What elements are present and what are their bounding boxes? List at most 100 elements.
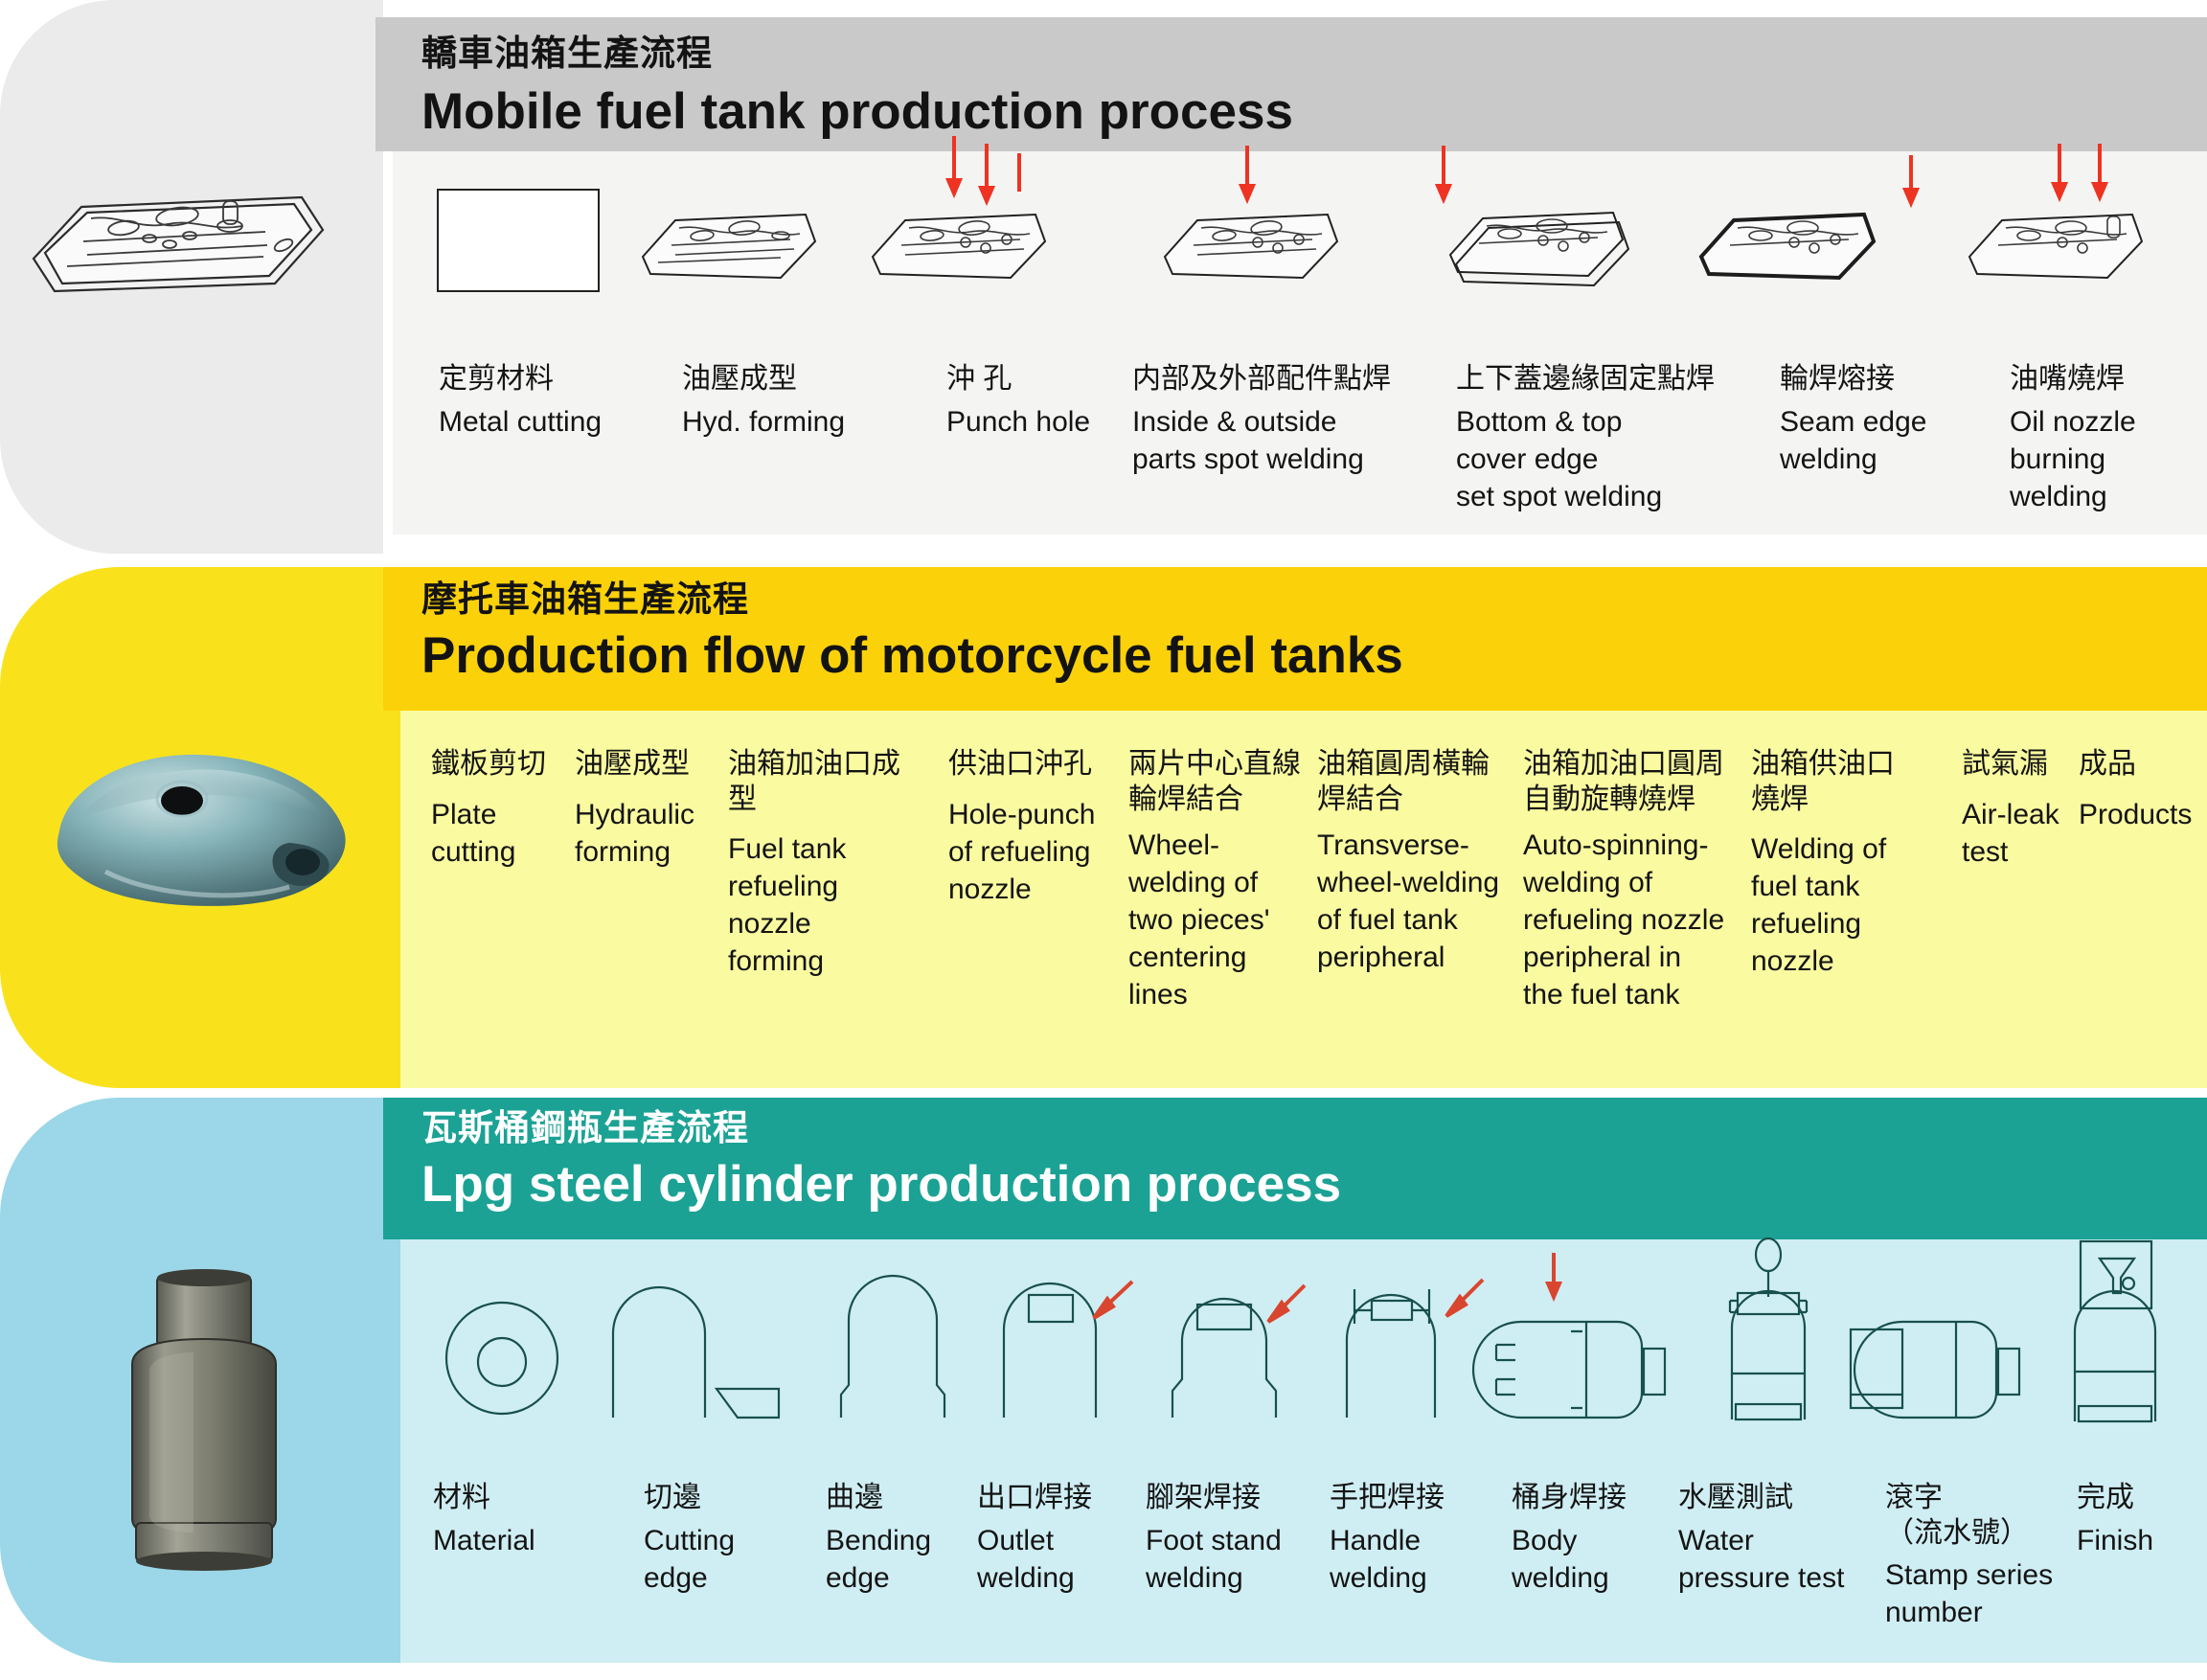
step-label-zh: 油嘴燒焊 [2010, 363, 2125, 395]
step-hole-punch-of-refueling-nozzle: 供油口沖孔 Hole-punch of refueling nozzle [948, 747, 1121, 908]
step-label-zh: 材料 [433, 1482, 490, 1513]
step-label-zh: 輪焊熔接 [1780, 363, 1895, 395]
section1-header-band [375, 17, 2207, 151]
step-plate-cutting: 鐵板剪切 Plate cutting [431, 747, 575, 871]
step-label-en: Metal cutting [439, 405, 603, 438]
nozzle-weld-arrows [2050, 142, 2136, 211]
step-label-zh: 油箱供油口燒焊 [1751, 748, 1895, 815]
step-label-en: Transverse- wheel-welding of fuel tank p… [1317, 829, 1500, 974]
punch-arrows-group [944, 134, 1061, 211]
step-label-zh: 上下蓋邊緣固定點焊 [1456, 363, 1715, 395]
diagram-stamp-series [1849, 1305, 2031, 1419]
diagram-seam-weld-tank [1695, 203, 1901, 287]
diagram-blank-sheet [436, 188, 601, 293]
step-label-en: Bending edge [826, 1524, 932, 1594]
step-products: 成品 Products [2079, 747, 2203, 833]
step-body-welding: 桶身焊接 Body welding [1512, 1481, 1665, 1597]
step-welding-of-fuel-tank-refueling-nozzle: 油箱供油口燒焊 Welding of fuel tank refueling n… [1751, 747, 1919, 980]
section3-header-band [383, 1098, 2207, 1239]
step-air-leak-test: 試氣漏 Air-leak test [1962, 747, 2077, 871]
step-label-zh: 切邊 [644, 1482, 701, 1513]
step-oil-nozzle-burning-welding: 油嘴燒焊 Oil nozzle burning welding [2010, 362, 2201, 515]
diagram-nozzle-weld-tank [1964, 203, 2170, 287]
diagram-outlet-weld [987, 1260, 1149, 1419]
section3-title-zh: 瓦斯桶鋼瓶生產流程 [421, 1108, 749, 1147]
step-label-zh: 成品 [2079, 748, 2136, 780]
spot-weld-arrow [1238, 144, 1276, 211]
step-label-en: Hydraulic forming [575, 798, 695, 868]
step-label-zh: 水壓測試 [1678, 1482, 1793, 1513]
step-label-zh: 油壓成型 [575, 748, 690, 780]
diagram-body-weld [1471, 1305, 1676, 1419]
seam-weld-arrow [1901, 153, 1940, 215]
motorcycle-fuel-tank-photo [38, 728, 364, 929]
step-label-en: Hyd. forming [682, 405, 846, 438]
section3-title: 瓦斯桶鋼瓶生產流程 Lpg steel cylinder production … [421, 1108, 1342, 1213]
section3-title-en: Lpg steel cylinder production process [421, 1155, 1342, 1213]
step-cover-edge-spot-welding: 上下蓋邊緣固定點焊 Bottom & top cover edge set sp… [1456, 362, 1743, 515]
step-label-zh: 鐵板剪切 [431, 748, 546, 780]
step-label-zh: 油箱加油口圓周 自動旋轉燒焊 [1523, 748, 1724, 815]
step-label-en: Seam edge welding [1780, 405, 1927, 475]
step-label-zh: 桶身焊接 [1512, 1482, 1627, 1513]
section1-title: 轎車油箱生產流程 Mobile fuel tank production pro… [421, 34, 1293, 138]
diagram-foot-stand-weld [1151, 1260, 1320, 1419]
step-label-zh: 試氣漏 [1962, 748, 2048, 780]
step-material: 材料 Material [433, 1481, 586, 1559]
step-stamp-series-number: 滾字 （流水號） Stamp series number [1885, 1481, 2077, 1631]
step-label-zh: 供油口沖孔 [948, 748, 1092, 780]
step-label-zh: 出口焊接 [977, 1482, 1092, 1513]
step-fuel-tank-refueling-nozzle-forming: 油箱加油口成型 Fuel tank refueling nozzle formi… [728, 747, 910, 980]
diagram-water-pressure-test [1709, 1237, 1833, 1421]
section-lpg-steel-cylinder: 瓦斯桶鋼瓶生產流程 Lpg steel cylinder production … [0, 1098, 2207, 1680]
step-inside-outside-spot-welding: 内部及外部配件點焊 Inside & outside parts spot we… [1132, 362, 1420, 478]
step-finish: 完成 Finish [2077, 1481, 2201, 1559]
car-fuel-tank-illustration [24, 170, 330, 305]
step-label-zh: 手把焊接 [1330, 1482, 1445, 1513]
step-label-en: Cutting edge [644, 1524, 736, 1594]
step-label-zh: 曲邊 [826, 1482, 883, 1513]
step-label-en: Oil nozzle burning welding [2010, 405, 2136, 512]
step-label-zh: 滾字 （流水號） [1885, 1482, 2029, 1549]
section2-header-band [383, 567, 2207, 711]
step-label-en: Air-leak test [1962, 798, 2059, 868]
step-outlet-welding: 出口焊接 Outlet welding [977, 1481, 1135, 1597]
step-metal-cutting: 定剪材料 Metal cutting [439, 362, 602, 441]
step-label-zh: 完成 [2077, 1482, 2134, 1513]
step-label-en: Punch hole [946, 405, 1091, 438]
step-label-en: Inside & outside parts spot welding [1132, 405, 1364, 475]
section1-title-en: Mobile fuel tank production process [421, 82, 1293, 140]
diagram-spot-weld-tank [1159, 203, 1365, 284]
step-label-en: Fuel tank refueling nozzle forming [728, 833, 847, 978]
step-label-en: Wheel- welding of two pieces' centering … [1128, 829, 1270, 1011]
diagram-disc-blank [443, 1299, 562, 1419]
diagram-punched-tank [867, 203, 1073, 284]
step-label-en: Auto-spinning- welding of refueling nozz… [1523, 829, 1725, 1011]
section2-title-zh: 摩托車油箱生產流程 [421, 579, 749, 619]
diagram-finished-cylinder [2054, 1239, 2178, 1423]
diagram-dome-flare [824, 1260, 958, 1419]
diagram-handle-weld [1322, 1257, 1500, 1419]
step-label-en: Handle welding [1330, 1524, 1427, 1594]
section2-content-panel [400, 711, 2207, 1088]
step-hydraulic-forming: 油壓成型 Hydraulic forming [575, 747, 728, 871]
step-label-en: Bottom & top cover edge set spot welding [1456, 405, 1663, 512]
step-label-zh: 内部及外部配件點焊 [1132, 363, 1391, 395]
step-label-en: Products [2079, 798, 2193, 830]
step-label-en: Hole-punch of refueling nozzle [948, 798, 1096, 905]
step-label-zh: 沖 孔 [946, 363, 1012, 395]
step-foot-stand-welding: 腳架焊接 Foot stand welding [1146, 1481, 1318, 1597]
diagram-dome-trim [602, 1276, 793, 1419]
step-seam-edge-welding: 輪焊熔接 Seam edge welding [1780, 362, 1981, 478]
section1-title-zh: 轎車油箱生產流程 [421, 34, 713, 73]
step-punch-hole: 沖 孔 Punch hole [946, 362, 1090, 441]
step-water-pressure-test: 水壓測試 Water pressure test [1678, 1481, 1899, 1597]
step-label-en: Outlet welding [977, 1524, 1075, 1594]
step-transverse-wheel-welding: 油箱圓周橫輪 焊結合 Transverse- wheel-welding of … [1317, 747, 1504, 976]
step-label-en: Finish [2077, 1524, 2154, 1556]
step-label-en: Foot stand welding [1146, 1524, 1282, 1594]
step-label-en: Stamp series number [1885, 1559, 2054, 1629]
step-label-zh: 腳架焊接 [1146, 1482, 1261, 1513]
step-handle-welding: 手把焊接 Handle welding [1330, 1481, 1483, 1597]
